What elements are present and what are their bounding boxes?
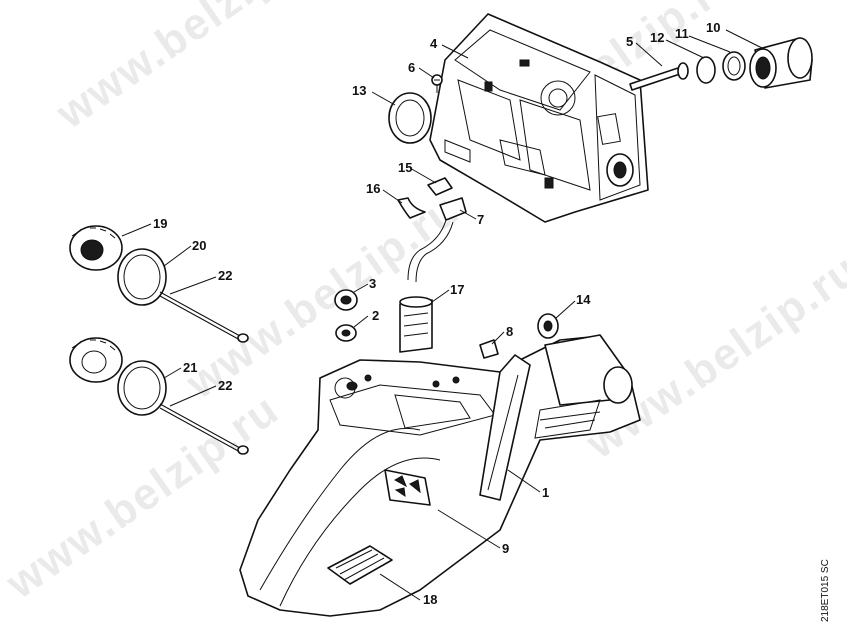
part-label-7: 7: [477, 212, 484, 227]
part-label-8: 8: [506, 324, 513, 339]
reference-code: 218ET015 SC: [820, 559, 831, 622]
screw-drawing: [431, 74, 443, 93]
watermark-text: www.belzip.ru: [47, 0, 338, 139]
part-label-15: 15: [398, 160, 412, 175]
part-label-11: 11: [675, 26, 689, 41]
gasket-drawing: [388, 92, 432, 144]
buffer-drawing: [479, 313, 559, 359]
part-label-22-upper: 22: [218, 268, 232, 283]
spring-retainer-lower-drawing: [69, 337, 167, 416]
part-label-2: 2: [372, 308, 379, 323]
bushing-drawing: [334, 289, 358, 342]
part-label-19: 19: [153, 216, 167, 231]
bolt-drawing: [629, 62, 689, 91]
part-label-9: 9: [502, 541, 509, 556]
part-label-16: 16: [366, 181, 380, 196]
upper-housing-drawing: [429, 13, 649, 223]
part-label-13: 13: [352, 83, 366, 98]
part-label-14: 14: [576, 292, 591, 307]
part-label-6: 6: [408, 60, 415, 75]
part-label-5: 5: [626, 34, 633, 49]
ring-set-drawing: [696, 37, 813, 89]
part-label-22-lower: 22: [218, 378, 232, 393]
part-label-12: 12: [650, 30, 664, 45]
part-label-21: 21: [183, 360, 197, 375]
spring-retainer-upper-drawing: [69, 225, 167, 306]
part-label-1: 1: [542, 485, 549, 500]
main-housing-drawing: [239, 334, 641, 617]
watermark-text: www.belzip.ru: [577, 244, 847, 468]
annular-buffer-drawing: [159, 291, 249, 455]
part-label-20: 20: [192, 238, 206, 253]
part-label-18: 18: [423, 592, 437, 607]
part-label-4: 4: [430, 36, 438, 51]
part-label-3: 3: [369, 276, 376, 291]
leader-lines: [121, 29, 763, 601]
part-labels: 4 6 13 5 12 11 10 15 16 7 17 3 2 14 8 19…: [153, 20, 720, 607]
part-label-17: 17: [450, 282, 464, 297]
part-label-10: 10: [706, 20, 720, 35]
fuel-line-drawing: [397, 177, 467, 353]
